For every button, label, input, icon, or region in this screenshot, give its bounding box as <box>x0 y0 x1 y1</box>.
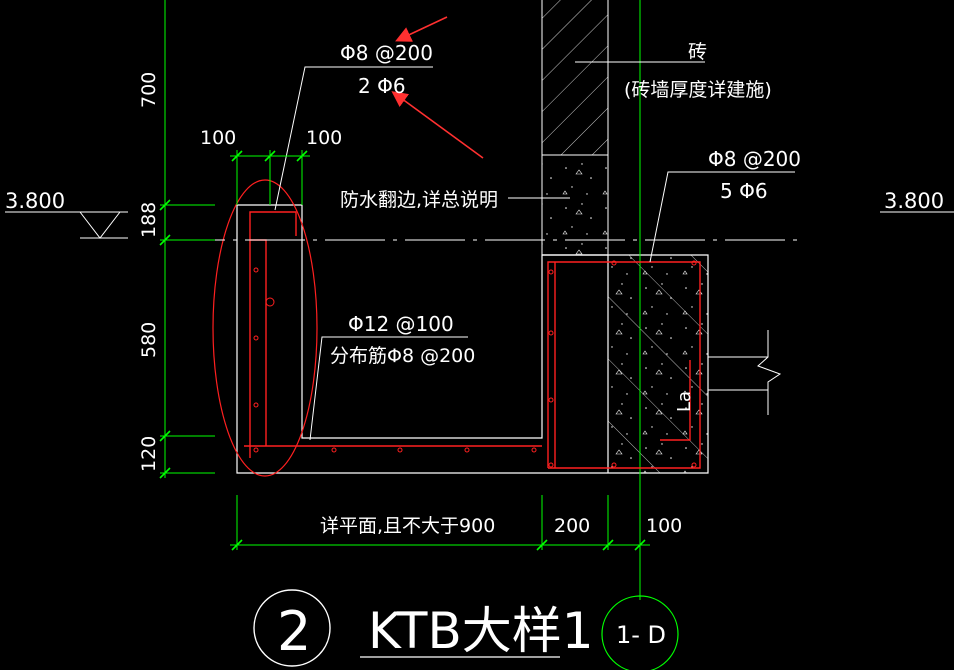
beam-section <box>608 255 708 473</box>
detail-number: 2 <box>277 600 311 663</box>
dim-700: 700 <box>138 72 160 108</box>
slab-rebar-line1: Φ12 @100 <box>348 312 454 336</box>
dim-188: 188 <box>138 202 160 238</box>
annotation-arrows <box>391 16 484 159</box>
anchor-label: La <box>674 391 695 412</box>
brick-wall <box>541 0 609 156</box>
dim-bottom-span: 详平面,且不大于900 <box>320 515 495 537</box>
dim-top-left: 100 <box>200 127 236 149</box>
axis-label: 1- D <box>616 621 666 649</box>
brick-note: (砖墙厚度详建施) <box>624 79 772 101</box>
top-rebar-line1: Φ8 @200 <box>340 41 433 65</box>
dim-top-right: 100 <box>306 127 342 149</box>
dimension-ticks <box>159 150 646 551</box>
title-block: 2 KTB大样1 1- D <box>253 589 679 670</box>
dim-120: 120 <box>138 436 160 472</box>
elevation-left: 3.800 <box>5 189 65 213</box>
rebar-dots <box>253 260 697 468</box>
axis-bubble <box>601 595 679 670</box>
top-rebar-line2: 2 Φ6 <box>358 74 406 98</box>
drawing-title: KTB大样1 <box>368 602 594 660</box>
break-line <box>708 330 782 415</box>
brick-label: 砖 <box>688 41 707 63</box>
slab-outline <box>236 204 709 474</box>
right-rebar-line2: 5 Φ6 <box>720 179 768 203</box>
dim-bottom-100: 100 <box>646 515 682 537</box>
slab-rebar-line2: 分布筋Φ8 @200 <box>330 345 475 367</box>
rebar <box>244 211 701 469</box>
waterproof-note: 防水翻边,详总说明 <box>340 189 498 211</box>
concrete-wall-upper <box>541 155 609 255</box>
leader-lines <box>274 61 795 441</box>
dim-bottom-200: 200 <box>554 515 590 537</box>
right-rebar-line1: Φ8 @200 <box>708 147 801 171</box>
elevation-line <box>5 211 954 241</box>
dim-580: 580 <box>138 322 160 358</box>
detail-number-circle <box>253 589 331 667</box>
highlight-ellipse <box>212 179 318 477</box>
elevation-right: 3.800 <box>884 189 944 213</box>
